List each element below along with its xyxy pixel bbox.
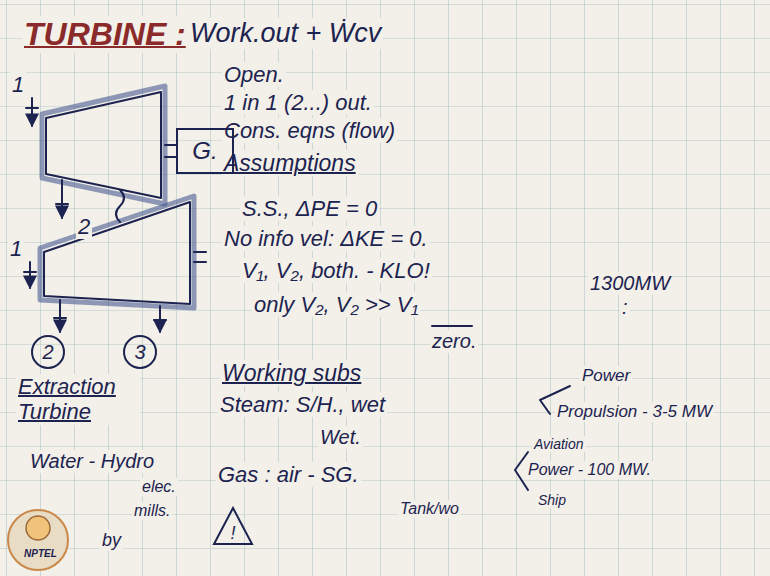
node-label: 2 (42, 341, 53, 363)
outlet-tick (54, 317, 66, 319)
inlet-tick (24, 271, 36, 273)
figure-caption: Extraction Turbine (16, 374, 140, 425)
note-text: No info vel: ΔKE = 0. (222, 226, 430, 251)
logo-text: NPTEL (22, 548, 59, 560)
branch-text: Propulsion - 3-5 MW (555, 402, 714, 422)
underline-stroke (432, 325, 472, 327)
note-text: Work.out + Ẇcv (188, 18, 383, 49)
shaft-line (165, 144, 176, 146)
outlet-circle: 2 (31, 335, 65, 369)
note-text: Gas : air - SG. (216, 462, 361, 487)
note-text: Steam: S/H., wet (218, 392, 387, 417)
warning-triangle: ! (212, 506, 254, 550)
branch-text: Power (580, 366, 632, 386)
note-text: zero. (430, 330, 478, 353)
note-text: V₁, V₂, both. - KLO! (240, 258, 432, 283)
note-text: 1 in 1 (2...) out. (222, 90, 374, 115)
note-text: Cons. eqns (flow) (222, 118, 397, 143)
note-text: Tank/wo (398, 500, 461, 518)
logo-disc (8, 510, 68, 570)
note-text: Open. (222, 62, 286, 87)
state-number: 2 (76, 214, 92, 239)
shaft-line (194, 251, 206, 253)
page-heading: TURBINE : (22, 16, 188, 53)
turbine-casing (42, 86, 165, 204)
note-text: : (620, 296, 630, 319)
note-text: by (100, 530, 123, 551)
inlet-arrow (31, 98, 33, 126)
note-text: Wet. (318, 426, 363, 449)
outlet-tick (56, 203, 68, 205)
note-text: only V₂, V₂ >> V₁ (252, 292, 420, 317)
node-label: G. (192, 138, 217, 164)
note-text: mills. (132, 502, 172, 520)
squiggle (116, 190, 124, 222)
node-label: ! (230, 524, 235, 544)
note-text: 1300MW (588, 272, 672, 295)
note-text: elec. (140, 478, 178, 496)
note-text: Water - Hydro (28, 450, 156, 473)
inlet-arrow (29, 262, 31, 288)
state-number: 1 (10, 72, 26, 97)
outlet-arrow (59, 300, 61, 332)
section-heading: Assumptions (222, 150, 358, 176)
node-label: 3 (134, 341, 145, 363)
outlet-circle: 3 (123, 335, 157, 369)
generator-box: G. (176, 128, 234, 174)
logo-emblem (26, 516, 50, 540)
shaft-line (194, 261, 206, 263)
branch-text: Power - 100 MW. (526, 461, 653, 479)
branch-text: Aviation (532, 436, 586, 452)
outlet-tick (154, 319, 166, 321)
outlet-arrow (61, 180, 63, 218)
state-number: 1 (8, 236, 24, 261)
section-heading: Working subs (220, 360, 363, 386)
turbine-outline (46, 92, 161, 198)
branch-text: Ship (536, 492, 568, 508)
shaft-line (165, 156, 176, 158)
note-text: S.S., ΔPE = 0 (240, 196, 379, 221)
triangle-path (214, 508, 252, 544)
inlet-tick (26, 107, 38, 109)
